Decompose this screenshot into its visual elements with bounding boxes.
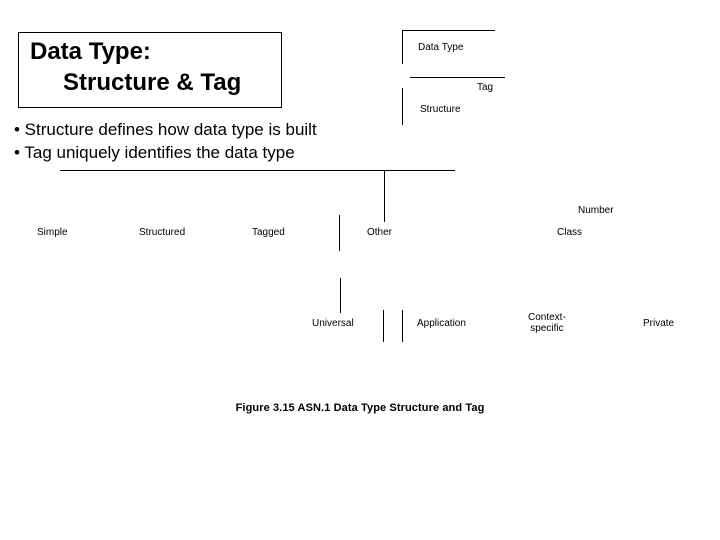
node-context-specific: Context- specific bbox=[528, 312, 566, 334]
bullet-item-structure: • Structure defines how data type is bui… bbox=[14, 120, 317, 139]
connector-structure-stem bbox=[402, 88, 403, 125]
connector-root-left-stem bbox=[402, 30, 403, 64]
node-context-specific-line-1: Context- bbox=[528, 312, 566, 323]
node-other: Other bbox=[367, 227, 393, 238]
page-title-line-2: Structure & Tag bbox=[63, 69, 242, 96]
connector-structure-split-bar bbox=[60, 170, 455, 171]
node-application: Application bbox=[417, 318, 466, 329]
connector-root-top bbox=[402, 30, 495, 31]
connector-tag-bar bbox=[410, 77, 505, 78]
connector-other-stem bbox=[384, 170, 385, 222]
node-data-type: Data Type bbox=[418, 42, 464, 53]
title-box: Data Type: Structure & Tag bbox=[18, 32, 282, 108]
node-number: Number bbox=[578, 205, 614, 216]
node-private: Private bbox=[643, 318, 675, 329]
node-structured: Structured bbox=[139, 227, 186, 238]
connector-application-divider-left bbox=[383, 310, 384, 342]
node-tagged: Tagged bbox=[252, 227, 285, 238]
node-structure: Structure bbox=[420, 104, 461, 115]
figure-caption: Figure 3.15 ASN.1 Data Type Structure an… bbox=[235, 402, 485, 414]
node-class: Class bbox=[557, 227, 583, 238]
node-tag: Tag bbox=[477, 82, 494, 93]
connector-application-divider-right bbox=[402, 310, 403, 342]
node-universal: Universal bbox=[312, 318, 354, 329]
connector-tagged-divider bbox=[339, 215, 340, 251]
node-simple: Simple bbox=[37, 227, 68, 238]
page-title-line-1: Data Type: bbox=[30, 38, 151, 65]
connector-universal-stem bbox=[340, 278, 341, 313]
node-context-specific-line-2: specific bbox=[530, 323, 564, 334]
bullet-item-tag: • Tag uniquely identifies the data type bbox=[14, 143, 295, 162]
